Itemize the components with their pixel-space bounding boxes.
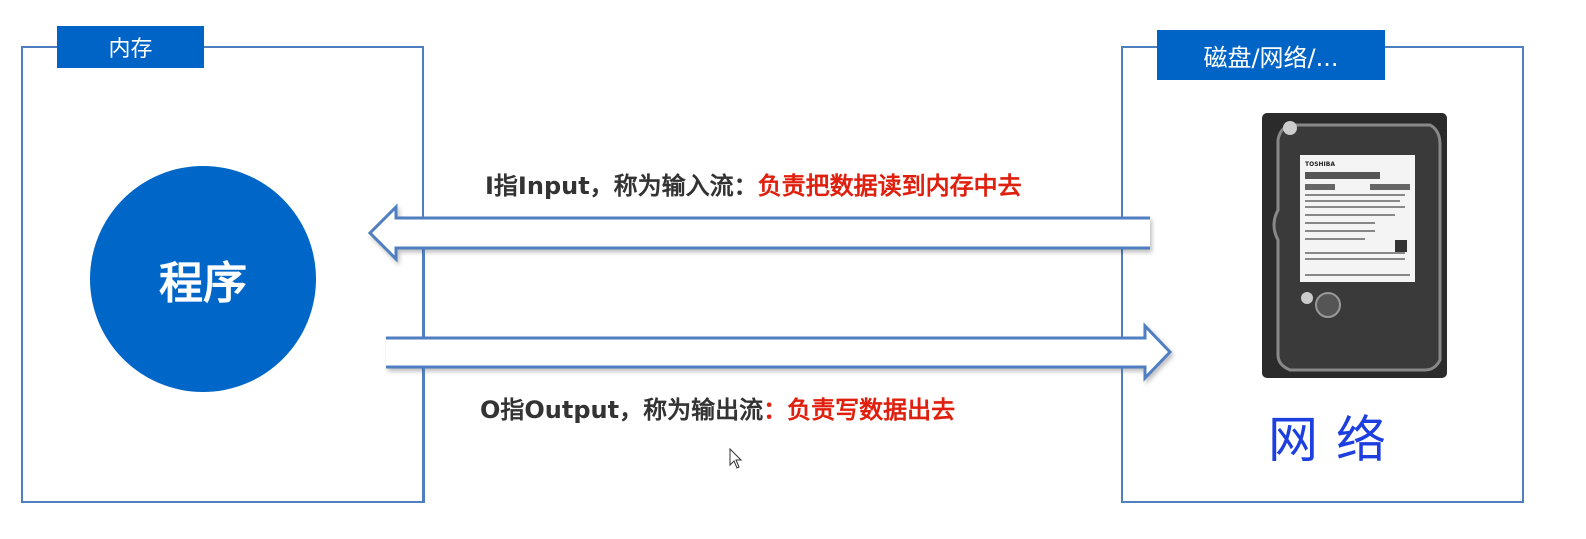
network-label: 网络: [1268, 411, 1404, 469]
input-caption-highlight: 负责把数据读到内存中去: [757, 172, 1022, 200]
svg-text:TOSHIBA: TOSHIBA: [1305, 161, 1335, 168]
memory-label: 内存: [57, 26, 204, 68]
input-stream-caption: I指Input，称为输入流：负责把数据读到内存中去: [485, 166, 1022, 201]
hard-drive-image: TOSHIBA: [1262, 113, 1447, 378]
program-node: 程序: [90, 166, 316, 392]
storage-label: 磁盘/网络/...: [1157, 30, 1385, 80]
mouse-cursor-icon: [729, 447, 743, 469]
output-caption-prefix: O指Output，称为输出流: [480, 396, 764, 424]
input-arrow: [367, 203, 1150, 263]
output-caption-highlight: ：负责写数据出去: [763, 396, 956, 424]
input-caption-prefix: I指Input，称为输入流：: [485, 172, 758, 200]
output-stream-caption: O指Output，称为输出流：负责写数据出去: [480, 390, 955, 425]
output-arrow: [386, 322, 1173, 382]
